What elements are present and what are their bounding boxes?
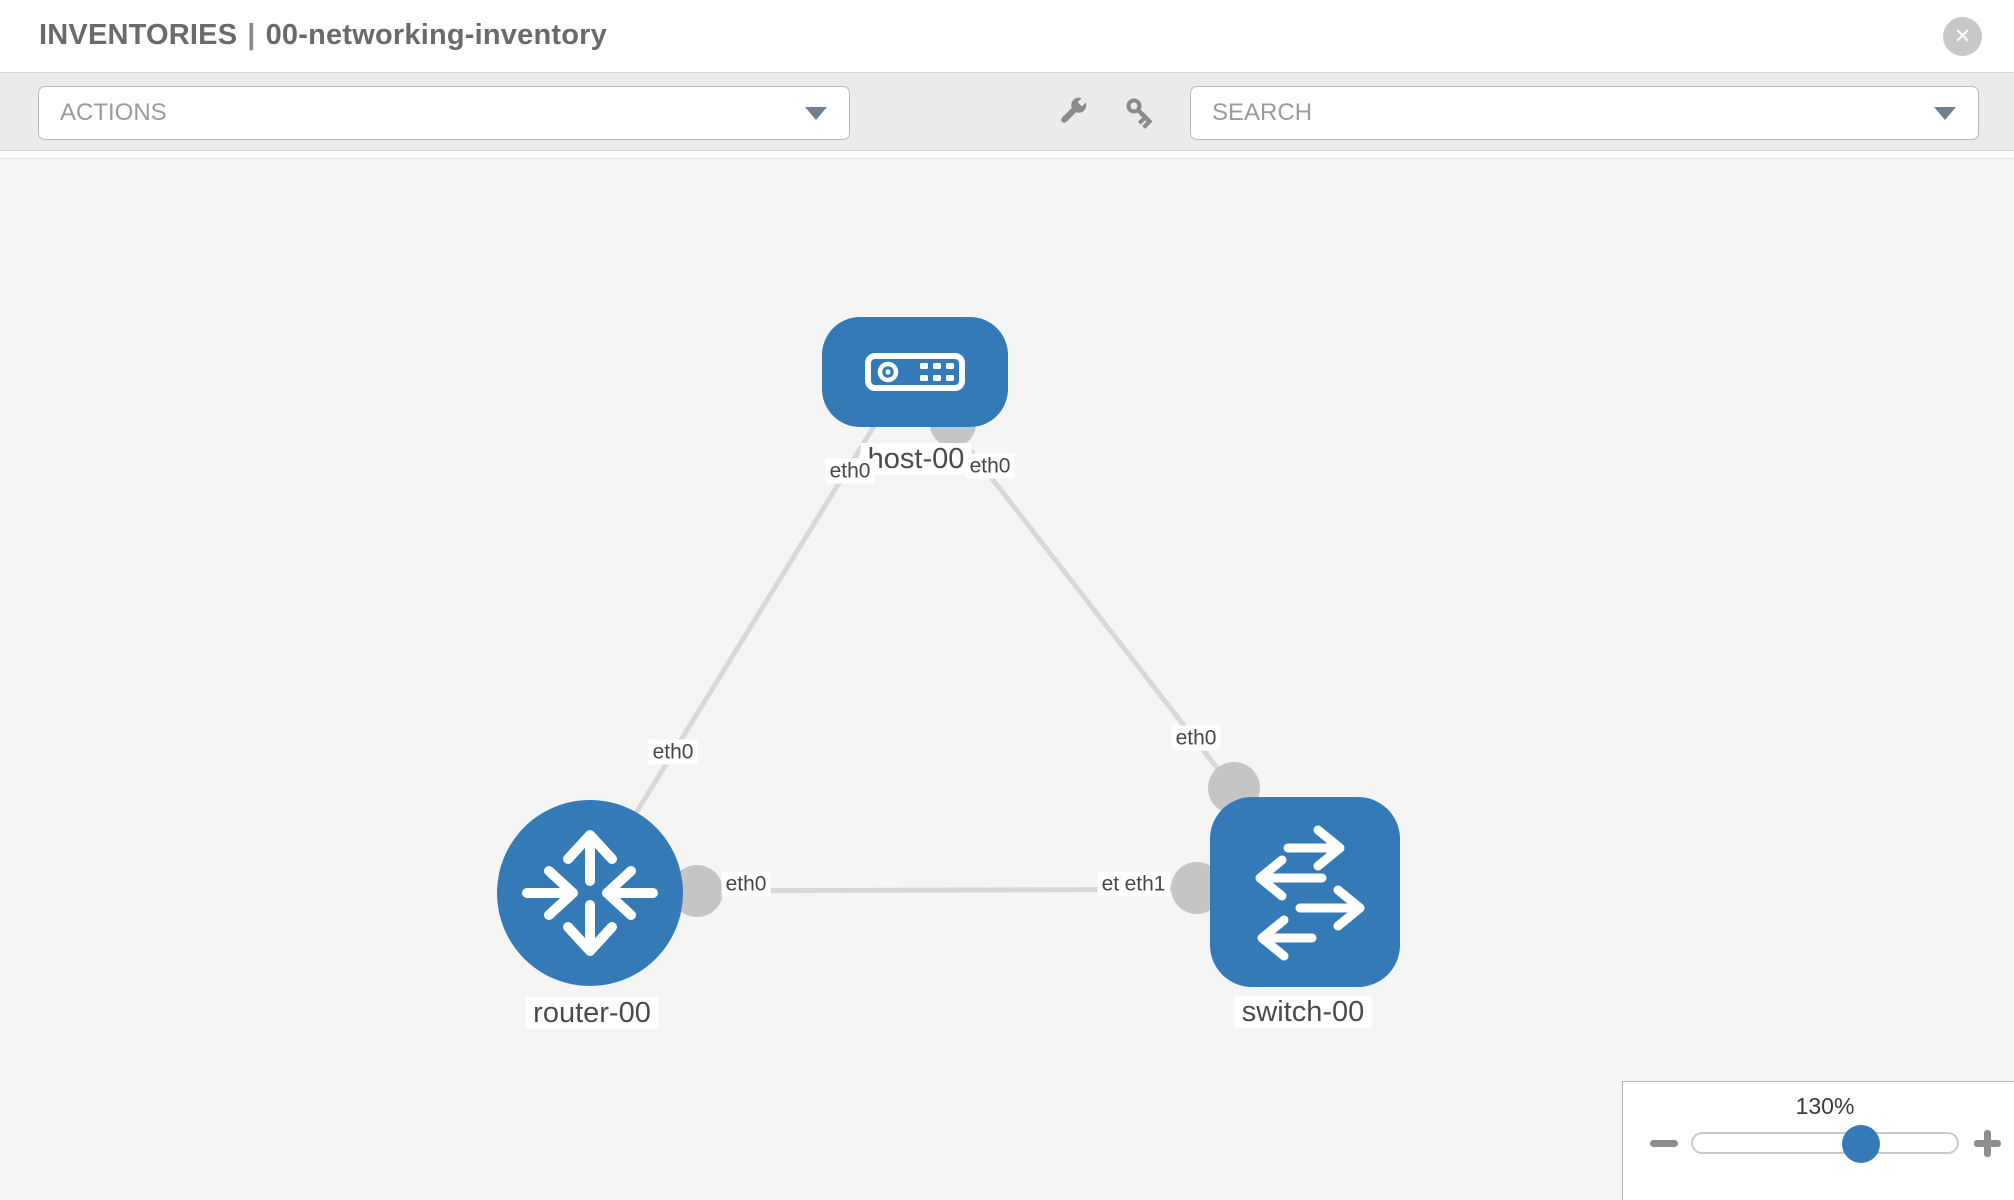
zoom-slider-track[interactable] (1691, 1132, 1959, 1154)
link-host-router[interactable] (609, 408, 887, 854)
interface-label-host-to-router: eth0 (825, 458, 875, 484)
zoom-in-button[interactable] (1974, 1130, 2001, 1157)
run-command-button[interactable] (1119, 81, 1161, 143)
zoom-out-button[interactable] (1650, 1140, 1678, 1147)
close-button[interactable]: ✕ (1943, 17, 1982, 56)
interface-label-host-to-switch: eth0 (965, 453, 1015, 479)
host-icon (865, 353, 965, 391)
topology-canvas[interactable] (0, 152, 2014, 1200)
interface-label-router-to-switch: eth0 (721, 871, 771, 897)
page-header: INVENTORIES | 00-networking-inventory ✕ (0, 0, 2014, 71)
breadcrumb: INVENTORIES (39, 19, 238, 51)
zoom-slider-handle[interactable] (1842, 1125, 1880, 1163)
node-label-switch: switch-00 (1234, 996, 1372, 1028)
wrench-icon (1061, 96, 1088, 123)
interface-label-router-to-host: eth0 (648, 739, 698, 765)
node-host-00[interactable] (822, 317, 1008, 427)
search-dropdown[interactable]: SEARCH (1190, 86, 1979, 140)
chevron-down-icon (1934, 107, 1956, 120)
key-icon (1126, 98, 1153, 129)
router-icon (522, 830, 658, 956)
node-router-00[interactable] (497, 800, 683, 986)
interface-label-switch-to-host: eth0 (1171, 725, 1221, 751)
node-switch-00[interactable] (1210, 797, 1400, 987)
plus-icon (1984, 1130, 1991, 1157)
inventory-name: 00-networking-inventory (265, 19, 607, 51)
toolbar-canvas-gap (0, 151, 2014, 158)
close-icon: ✕ (1953, 25, 1972, 48)
toolbar: ACTIONS SEARC (0, 72, 2014, 151)
zoom-percentage: 130% (1795, 1093, 1855, 1119)
node-label-host: host-00 (860, 443, 972, 475)
node-label-router: router-00 (526, 997, 658, 1029)
title-separator: | (247, 19, 256, 51)
topology-canvas-background[interactable] (0, 158, 2014, 1200)
chevron-down-icon (805, 107, 827, 120)
zoom-control-panel: 130% (1622, 1081, 2014, 1200)
search-placeholder: SEARCH (1212, 99, 1313, 126)
interface-dot-router-eth0[interactable] (671, 865, 723, 917)
actions-dropdown-label: ACTIONS (60, 99, 167, 126)
configure-button[interactable] (1051, 81, 1093, 143)
actions-dropdown[interactable]: ACTIONS (38, 86, 850, 140)
page-title: INVENTORIES | 00-networking-inventory (39, 0, 607, 71)
interface-label-switch-to-router: eth1 (1120, 871, 1170, 897)
switch-icon (1255, 825, 1365, 961)
